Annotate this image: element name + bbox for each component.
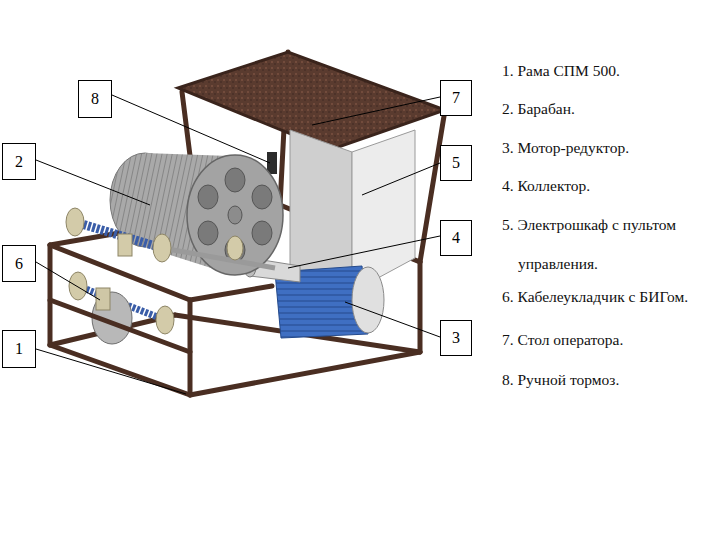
part-list-item: 5. Электрошкаф с пультом управления.: [502, 205, 707, 283]
part-list-item: 2. Барабан.: [502, 100, 716, 119]
cable-layer: [66, 208, 275, 344]
callout-box: 1: [2, 330, 36, 368]
callout-box: 2: [2, 143, 36, 180]
hand-brake: [267, 152, 277, 174]
callout-box: 3: [440, 320, 472, 356]
part-list-item: 7. Стол оператора.: [502, 331, 716, 350]
frame-front: [50, 245, 420, 395]
callout-number: 5: [452, 155, 460, 171]
callout-number: 6: [15, 256, 23, 272]
callout-box: 7: [440, 80, 472, 116]
callout-number: 4: [452, 230, 460, 246]
callout-box: 5: [440, 145, 472, 181]
motor-fan-cover: [352, 267, 384, 333]
frame-back: [50, 52, 445, 352]
leader-lines: [36, 95, 440, 394]
part-list-item: 3. Мотор-редуктор.: [502, 139, 716, 158]
callout-number: 3: [452, 330, 460, 346]
part-list-item: 1. Рама СПМ 500.: [502, 62, 716, 81]
callout-number: 8: [91, 91, 99, 107]
callout-number: 2: [15, 154, 23, 170]
callout-number: 1: [15, 341, 23, 357]
callout-box: 6: [2, 245, 36, 282]
callout-number: 7: [452, 90, 460, 106]
callout-box: 8: [78, 80, 112, 118]
part-list-item: 6. Кабелеукладчик с БИГом.: [502, 288, 716, 307]
callout-box: 4: [440, 220, 472, 256]
part-list-item: 4. Коллектор.: [502, 177, 716, 196]
part-list-item: 8. Ручной тормоз.: [502, 371, 716, 390]
flange-holes: [198, 168, 272, 262]
